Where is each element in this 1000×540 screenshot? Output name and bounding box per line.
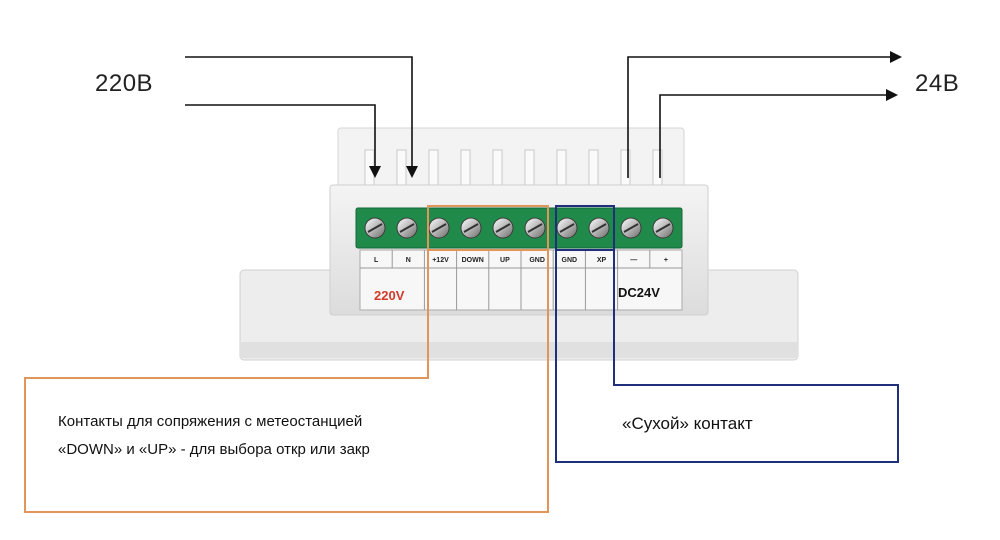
wires-220v [185,56,413,168]
device-base-shadow [240,342,798,358]
blue-leader [555,250,899,463]
device-voltage-label-220: 220V [374,288,405,303]
screw-slot [495,223,511,233]
cooling-fin [556,149,567,187]
label-24v: 24В [915,70,960,97]
terminal-label: GND [562,257,578,264]
screw-slot [463,223,479,233]
terminal-label: DOWN [462,257,484,264]
cooling-fin [428,149,439,187]
cooling-fin [492,149,503,187]
screw-slot [399,223,415,233]
device-voltage-label-dc24: DC24V [618,285,660,300]
terminal-label: + [664,257,668,264]
cooling-fin [588,149,599,187]
weather-station-callout [24,205,549,513]
arrow-head-220v-outer [406,166,418,178]
dry-contact-callout [555,205,899,463]
terminal-label: XP [597,257,607,264]
terminal-labels: L N +12V DOWN UP GND GND XP — + [360,250,682,310]
cooling-fin [524,149,535,187]
blue-terminal-frame [555,205,615,251]
screw-slot [367,223,383,233]
arrow-head-24v-outer [890,51,902,63]
orange-leader-left [24,250,549,513]
arrow-head-220v-inner [369,166,381,178]
terminal-screws [364,217,674,239]
terminal-label: +12V [432,257,449,264]
weather-callout-line-1: Контакты для сопряжения с метеостанцией [58,413,363,430]
arrow-head-24v-inner [886,89,898,101]
terminal-label: UP [500,257,510,264]
screw-slot [591,223,607,233]
terminal-label: GND [529,257,545,264]
wire-220v-inner [185,104,376,168]
cooling-fin [460,149,471,187]
cooling-fin [396,149,407,187]
weather-callout-line-2: «DOWN» и «UP» - для выбора откр или закр [58,441,370,458]
dry-contact-text: «Сухой» контакт [622,414,753,433]
wires-24v [627,56,892,178]
screw-slot [623,223,639,233]
screw-slot [527,223,543,233]
terminal-label: L [374,257,379,264]
terminal-label: N [406,257,411,264]
label-220v: 220В [95,70,154,97]
terminal-label: — [630,257,637,264]
orange-terminal-frame [427,205,549,251]
screw-slot [559,223,575,233]
wire-24v-inner [659,94,888,178]
screw-slot [655,223,671,233]
wire-220v-outer [185,56,413,168]
wire-24v-outer [627,56,892,178]
weather-callout-text: Контакты для сопряжения с метеостанцией … [58,408,370,464]
screw-slot [431,223,447,233]
